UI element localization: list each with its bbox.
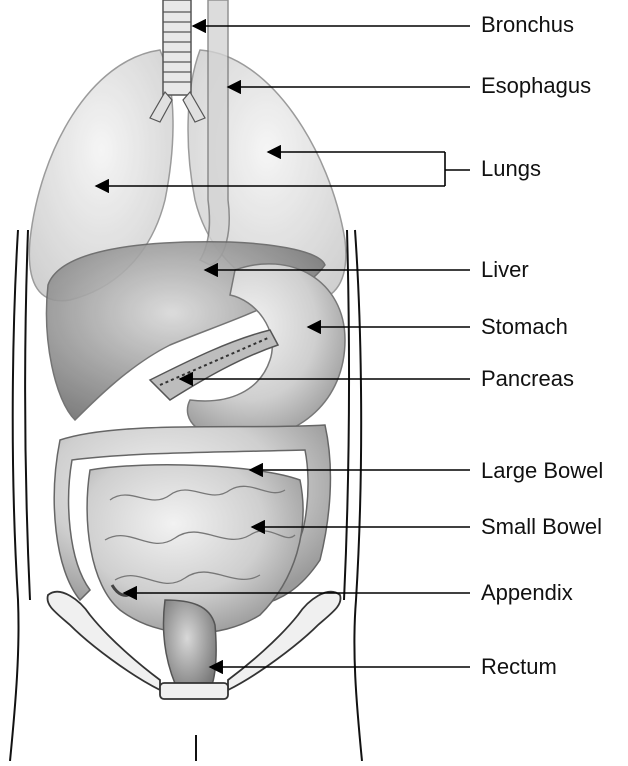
label-rectum: Rectum: [481, 656, 557, 678]
label-appendix: Appendix: [481, 582, 573, 604]
label-pancreas: Pancreas: [481, 368, 574, 390]
label-bronchus: Bronchus: [481, 14, 574, 36]
label-stomach: Stomach: [481, 316, 568, 338]
rectum-shape: [163, 600, 216, 695]
label-large-bowel: Large Bowel: [481, 460, 603, 482]
label-liver: Liver: [481, 259, 529, 281]
label-small-bowel: Small Bowel: [481, 516, 602, 538]
label-lungs: Lungs: [481, 158, 541, 180]
label-esophagus: Esophagus: [481, 75, 591, 97]
